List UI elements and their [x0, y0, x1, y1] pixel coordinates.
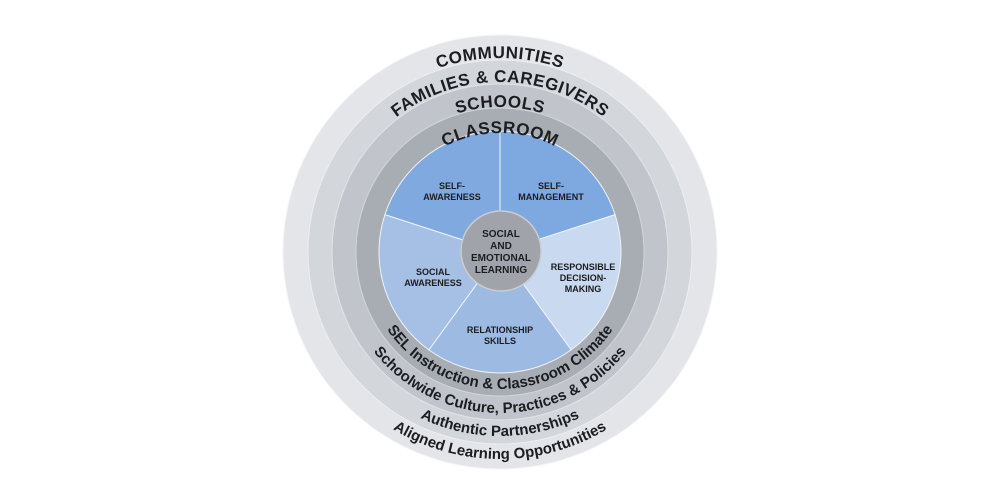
center-circle [460, 210, 542, 292]
label-self-management: SELF-MANAGEMENT [518, 181, 584, 202]
label-self-awareness: SELF-AWARENESS [423, 181, 481, 202]
slice-self-awareness [384, 130, 501, 253]
slice-relationship-skills [428, 251, 572, 374]
